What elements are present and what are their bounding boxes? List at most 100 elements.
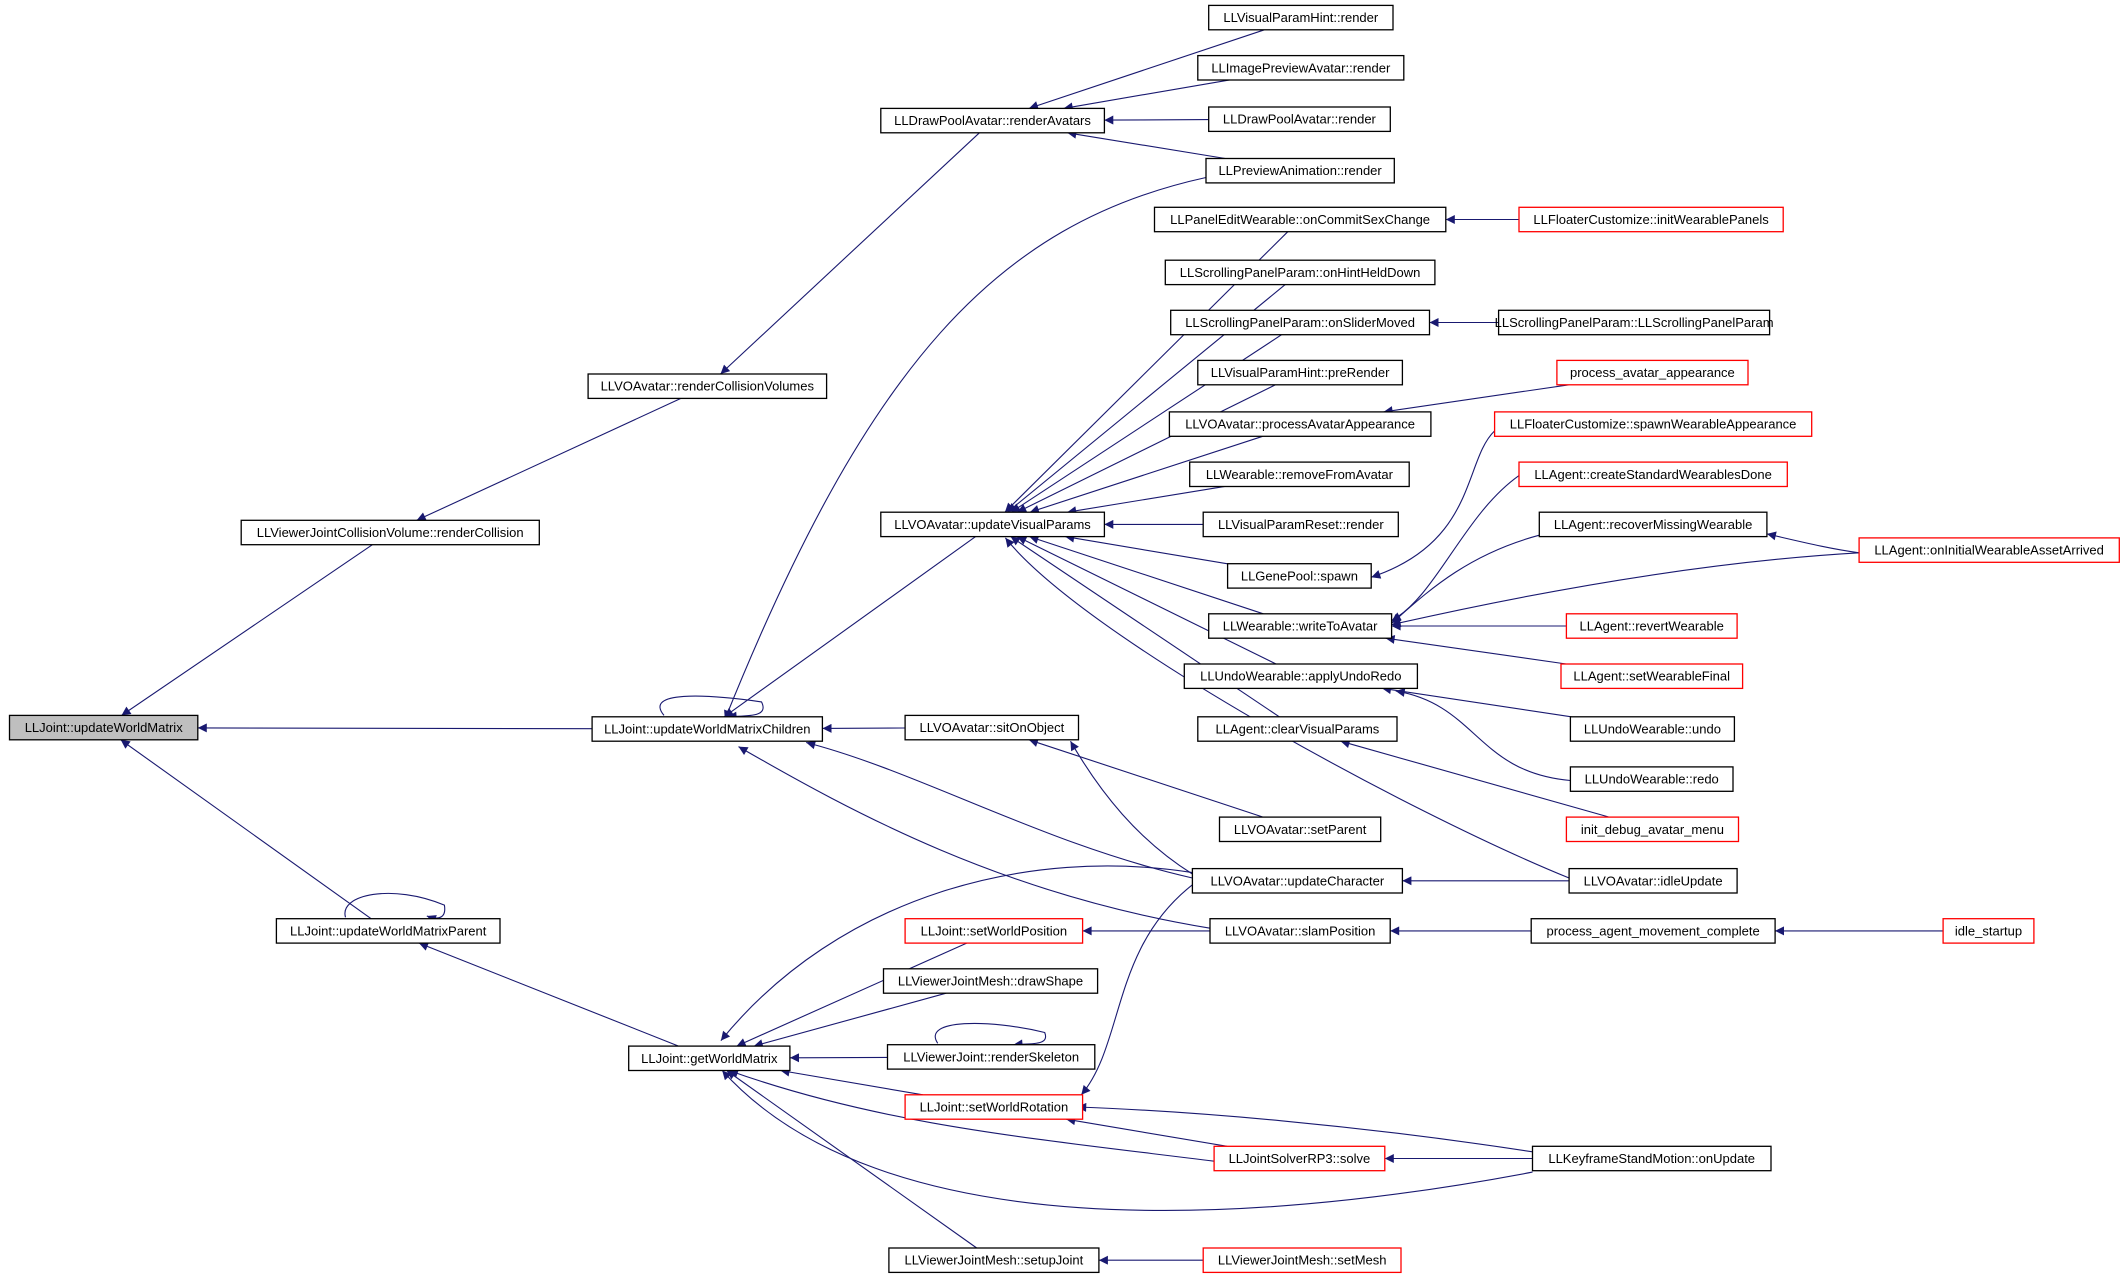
node-uw-redo[interactable]: LLUndoWearable::redo	[1569, 766, 1734, 792]
node-gp-spawn[interactable]: LLGenePool::spawn	[1226, 563, 1372, 589]
node-box[interactable]	[1518, 206, 1784, 233]
node-box[interactable]	[628, 1045, 791, 1072]
node-fc-swa[interactable]: LLFloaterCustomize::spawnWearableAppeara…	[1493, 411, 1813, 437]
node-box[interactable]	[1538, 511, 1768, 538]
node-box[interactable]	[1530, 918, 1776, 944]
node-box[interactable]	[1556, 359, 1749, 386]
node-box[interactable]	[882, 968, 1099, 994]
node-ag-cswd[interactable]: LLAgent::createStandardWearablesDone	[1518, 461, 1788, 488]
node-box[interactable]	[587, 373, 828, 400]
node-vpr-render[interactable]: LLVisualParamReset::render	[1202, 511, 1399, 538]
node-fc-iwp[interactable]: LLFloaterCustomize::initWearablePanels	[1518, 206, 1784, 233]
node-box[interactable]	[1170, 309, 1431, 336]
node-pamc[interactable]: process_agent_movement_complete	[1530, 918, 1776, 944]
node-box[interactable]	[1497, 309, 1771, 336]
node-vph-render[interactable]: LLVisualParamHint::render	[1208, 4, 1394, 31]
node-box[interactable]	[1942, 918, 2035, 944]
node-ipa-render[interactable]: LLImagePreviewAvatar::render	[1197, 54, 1405, 81]
node-box[interactable]	[1213, 1145, 1386, 1172]
node-uwmp[interactable]: LLJoint::updateWorldMatrixParent	[275, 918, 501, 944]
node-box[interactable]	[1208, 4, 1394, 31]
node-box[interactable]	[1202, 511, 1399, 538]
node-root[interactable]: LLJoint::updateWorldMatrix	[8, 714, 199, 741]
node-w-wta[interactable]: LLWearable::writeToAvatar	[1208, 613, 1393, 639]
node-box[interactable]	[1569, 766, 1734, 792]
node-box[interactable]	[1226, 563, 1372, 589]
node-spp-osm[interactable]: LLScrollingPanelParam::onSliderMoved	[1170, 309, 1431, 336]
node-box[interactable]	[1560, 663, 1744, 690]
node-uw-undo[interactable]: LLUndoWearable::undo	[1569, 716, 1736, 742]
node-box[interactable]	[1518, 461, 1788, 488]
node-vo-paa[interactable]: LLVOAvatar::processAvatarAppearance	[1168, 411, 1432, 437]
node-vo-uc[interactable]: LLVOAvatar::updateCharacter	[1191, 867, 1404, 894]
node-box[interactable]	[888, 1247, 1100, 1274]
node-box[interactable]	[1493, 411, 1813, 437]
node-box[interactable]	[904, 714, 1080, 741]
node-vjm-sj[interactable]: LLViewerJointMesh::setupJoint	[888, 1247, 1100, 1274]
node-uwmc[interactable]: LLJoint::updateWorldMatrixChildren	[591, 716, 824, 742]
node-vjm-ds[interactable]: LLViewerJointMesh::drawShape	[882, 968, 1099, 994]
node-vo-iu[interactable]: LLVOAvatar::idleUpdate	[1568, 867, 1738, 894]
node-gwm[interactable]: LLJoint::getWorldMatrix	[628, 1045, 791, 1072]
node-ag-oiwaa[interactable]: LLAgent::onInitialWearableAssetArrived	[1858, 537, 2120, 563]
node-pa-render[interactable]: LLPreviewAnimation::render	[1205, 157, 1395, 184]
node-paa[interactable]: process_avatar_appearance	[1556, 359, 1749, 386]
node-vjm-sm[interactable]: LLViewerJointMesh::setMesh	[1202, 1247, 1402, 1274]
node-box[interactable]	[1218, 816, 1382, 843]
node-rcv[interactable]: LLVOAvatar::renderCollisionVolumes	[587, 373, 828, 400]
node-box[interactable]	[1858, 537, 2120, 563]
node-box[interactable]	[1565, 613, 1738, 639]
node-box[interactable]	[1183, 663, 1419, 690]
node-soo[interactable]: LLVOAvatar::sitOnObject	[904, 714, 1080, 741]
node-box[interactable]	[275, 918, 501, 944]
node-box[interactable]	[904, 1094, 1084, 1120]
node-box[interactable]	[1197, 359, 1404, 386]
node-box[interactable]	[1569, 716, 1736, 742]
node-idle[interactable]: idle_startup	[1942, 918, 2035, 944]
node-ag-swf[interactable]: LLAgent::setWearableFinal	[1560, 663, 1744, 690]
node-box[interactable]	[240, 519, 540, 546]
node-dpa-render[interactable]: LLDrawPoolAvatar::render	[1208, 106, 1391, 133]
node-box[interactable]	[1189, 461, 1410, 488]
node-box[interactable]	[904, 918, 1084, 944]
node-box[interactable]	[886, 1044, 1096, 1070]
node-box[interactable]	[1568, 867, 1738, 894]
node-box[interactable]	[1153, 206, 1447, 233]
node-js-solve[interactable]: LLJointSolverRP3::solve	[1213, 1145, 1386, 1172]
node-box[interactable]	[1205, 157, 1395, 184]
node-box[interactable]	[1191, 867, 1404, 894]
node-ag-cvp[interactable]: LLAgent::clearVisualParams	[1197, 716, 1398, 742]
node-ag-rw[interactable]: LLAgent::revertWearable	[1565, 613, 1738, 639]
node-box[interactable]	[1209, 918, 1391, 944]
node-box[interactable]	[1208, 613, 1393, 639]
node-box[interactable]	[1565, 816, 1740, 843]
node-box[interactable]	[1208, 106, 1391, 133]
node-dpa-ra[interactable]: LLDrawPoolAvatar::renderAvatars	[880, 107, 1106, 134]
node-vjcv-render[interactable]: LLViewerJointCollisionVolume::renderColl…	[240, 519, 540, 546]
node-idam[interactable]: init_debug_avatar_menu	[1565, 816, 1740, 843]
node-uw-aur[interactable]: LLUndoWearable::applyUndoRedo	[1183, 663, 1419, 690]
node-w-rfa[interactable]: LLWearable::removeFromAvatar	[1189, 461, 1410, 488]
node-vj-rs[interactable]: LLViewerJoint::renderSkeleton	[886, 1044, 1096, 1070]
node-vo-slam[interactable]: LLVOAvatar::slamPosition	[1209, 918, 1391, 944]
node-box[interactable]	[880, 511, 1106, 538]
node-swr[interactable]: LLJoint::setWorldRotation	[904, 1094, 1084, 1120]
node-box[interactable]	[880, 107, 1106, 134]
node-box[interactable]	[1164, 259, 1436, 286]
node-spp-ohhd[interactable]: LLScrollingPanelParam::onHintHeldDown	[1164, 259, 1436, 286]
node-uvp[interactable]: LLVOAvatar::updateVisualParams	[880, 511, 1106, 538]
node-box[interactable]	[1168, 411, 1432, 437]
node-ag-rmw[interactable]: LLAgent::recoverMissingWearable	[1538, 511, 1768, 538]
node-vo-sp[interactable]: LLVOAvatar::setParent	[1218, 816, 1382, 843]
node-box[interactable]	[1197, 54, 1405, 81]
node-box[interactable]	[1197, 716, 1398, 742]
node-swp[interactable]: LLJoint::setWorldPosition	[904, 918, 1084, 944]
node-box[interactable]	[8, 714, 199, 741]
node-box[interactable]	[591, 716, 824, 742]
node-box[interactable]	[1531, 1145, 1772, 1172]
node-ksm-ou[interactable]: LLKeyframeStandMotion::onUpdate	[1531, 1145, 1772, 1172]
node-pew-ocsc[interactable]: LLPanelEditWearable::onCommitSexChange	[1153, 206, 1447, 233]
node-spp-ctor[interactable]: LLScrollingPanelParam::LLScrollingPanelP…	[1495, 309, 1774, 336]
node-vph-pre[interactable]: LLVisualParamHint::preRender	[1197, 359, 1404, 386]
node-box[interactable]	[1202, 1247, 1402, 1274]
